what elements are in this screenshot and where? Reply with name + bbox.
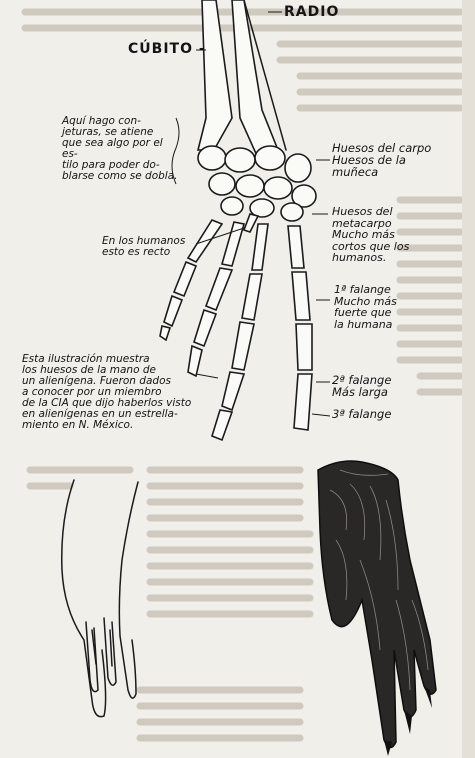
label-carpal-bones: Huesos del carpo Huesos de la muñeca <box>332 142 431 178</box>
label-human-note: En los humanos esto es recto <box>102 236 185 258</box>
metacarpal-bones <box>188 214 304 270</box>
label-metacarpal-bones: Huesos del metacarpo Mucho más cortos qu… <box>332 206 409 264</box>
label-third-phalanx: 3ª falange <box>332 408 391 420</box>
caption-illustration: Esta ilustración muestra los huesos de l… <box>22 354 218 431</box>
finger-outer-left <box>160 262 196 340</box>
label-cubito-text: CÚBITO <box>128 41 193 57</box>
label-first-phalanx: 1ª falange Mucho más fuerte que la human… <box>334 284 397 330</box>
radius-bone <box>232 0 278 158</box>
dark-alien-hand <box>318 461 436 756</box>
label-radio: RADIO <box>284 5 339 20</box>
note-top-left: Aquí hago con- jeturas, se atiene que se… <box>62 116 180 182</box>
label-cubito: CÚBITO - <box>128 42 206 57</box>
outline-hand-sketch <box>62 480 138 717</box>
finger-four <box>292 272 312 430</box>
label-second-phalanx: 2ª falange Más larga <box>332 374 391 398</box>
ulna-bone <box>198 0 232 150</box>
carpal-bones <box>198 146 316 221</box>
